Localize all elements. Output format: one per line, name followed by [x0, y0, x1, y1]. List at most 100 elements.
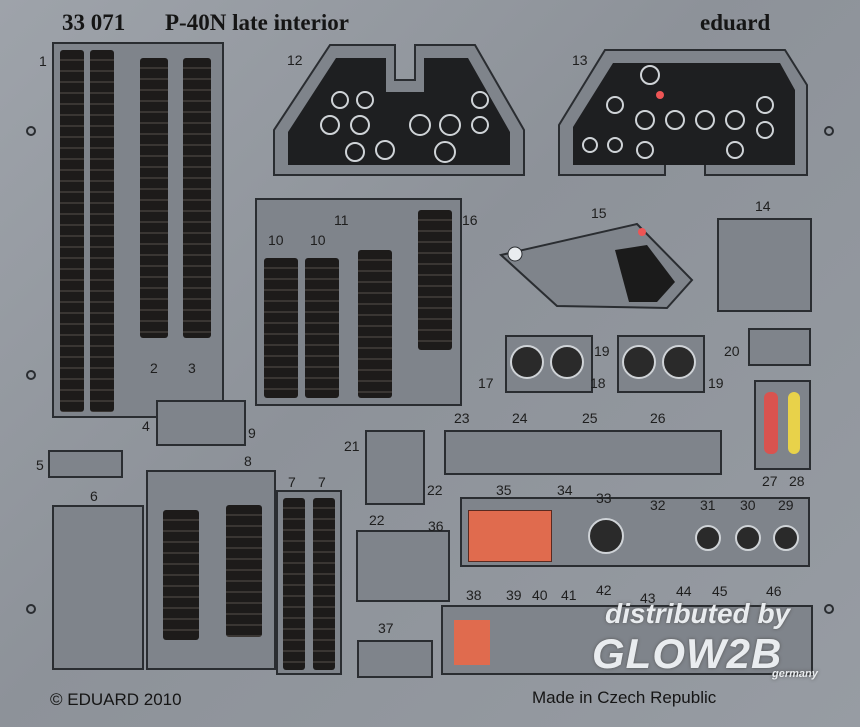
part-6-panel [52, 505, 144, 670]
part-19-frame [617, 335, 705, 393]
part-number: 28 [789, 473, 805, 489]
part-number: 40 [532, 587, 548, 603]
belt-strap [313, 498, 335, 670]
part-number: 15 [591, 205, 607, 221]
belt-strap [283, 498, 305, 670]
part-number: 18 [590, 375, 606, 391]
part-27-28-frame [754, 380, 811, 470]
part-number: 20 [724, 343, 740, 359]
part-number: 9 [248, 425, 256, 441]
part-number: 10 [310, 232, 326, 248]
part-number: 29 [778, 497, 794, 513]
part-number: 41 [561, 587, 577, 603]
part-number: 31 [700, 497, 716, 513]
part-number: 22 [427, 482, 443, 498]
part-number: 46 [766, 583, 782, 599]
part-number: 25 [582, 410, 598, 426]
part-number: 8 [244, 453, 252, 469]
part-20-frame [748, 328, 811, 366]
part-number: 38 [466, 587, 482, 603]
part-number: 37 [378, 620, 394, 636]
part-number: 27 [762, 473, 778, 489]
part-12-instrument-panel [273, 44, 525, 176]
distributor-watermark-line3: germany [772, 668, 818, 680]
part-number: 34 [557, 482, 573, 498]
part-38-46-strip [441, 605, 813, 675]
gauge [735, 525, 761, 551]
belt-strap [183, 58, 211, 338]
distributor-watermark-logo: GLOW2B [592, 630, 783, 677]
part-number: 43 [640, 590, 656, 606]
copyright-text: © EDUARD 2010 [50, 690, 182, 709]
mounting-hole [26, 370, 36, 380]
part-37-frame [357, 640, 433, 678]
part-number: 7 [318, 474, 326, 490]
red-placard [468, 510, 552, 562]
part-number: 7 [288, 474, 296, 490]
part-number: 12 [287, 52, 303, 68]
gauge [550, 345, 584, 379]
part-number: 4 [142, 418, 150, 434]
part-number: 23 [454, 410, 470, 426]
part-15-panel [498, 222, 694, 310]
set-code: 33 071 [62, 10, 126, 35]
part-number: 39 [506, 587, 522, 603]
mounting-hole [26, 604, 36, 614]
part-number: 10 [268, 232, 284, 248]
yellow-lens [788, 392, 800, 454]
gauge [588, 518, 624, 554]
part-13-instrument-panel [558, 49, 808, 176]
part-number: 30 [740, 497, 756, 513]
belt-strap [90, 50, 114, 412]
part-number: 45 [712, 583, 728, 599]
gauge [695, 525, 721, 551]
part-number: 44 [676, 583, 692, 599]
belt-strap [358, 250, 392, 398]
part-number: 6 [90, 488, 98, 504]
part-number: 5 [36, 457, 44, 473]
part-number: 26 [650, 410, 666, 426]
brand-name: eduard [700, 10, 771, 35]
part-number: 33 [596, 490, 612, 506]
origin-text: Made in Czech Republic [532, 688, 717, 707]
part-number: 3 [188, 360, 196, 376]
belt-strap [264, 258, 298, 398]
part-number: 32 [650, 497, 666, 513]
part-22-36-frame [356, 530, 450, 602]
mounting-hole [824, 126, 834, 136]
red-lens [764, 392, 778, 454]
gauge [662, 345, 696, 379]
part-23-26-strip [444, 430, 722, 475]
part-number: 19 [594, 343, 610, 359]
distributor-watermark-line1: distributed by [605, 598, 791, 629]
gauge [773, 525, 799, 551]
part-number: 1 [39, 53, 47, 69]
gauge [622, 345, 656, 379]
part-number: 36 [428, 518, 444, 534]
part-number: 21 [344, 438, 360, 454]
part-5-frame [48, 450, 123, 478]
mounting-hole [824, 604, 834, 614]
red-placard [454, 620, 490, 665]
belt-strap [418, 210, 452, 350]
part-number: 13 [572, 52, 588, 68]
part-number: 17 [478, 375, 494, 391]
part-number: 24 [512, 410, 528, 426]
part-number: 11 [334, 212, 349, 228]
part-number: 16 [462, 212, 478, 228]
part-21-22-frame [365, 430, 425, 505]
belt-strap [305, 258, 339, 398]
part-number: 35 [496, 482, 512, 498]
belt-strap [226, 505, 262, 637]
part-number: 19 [708, 375, 724, 391]
part-4-9-frame [156, 400, 246, 446]
belt-strap [60, 50, 84, 412]
part-number: 14 [755, 198, 771, 214]
part-number: 42 [596, 582, 612, 598]
set-title: P-40N late interior [165, 10, 349, 35]
part-number: 22 [369, 512, 385, 528]
mounting-hole [26, 126, 36, 136]
belt-strap [163, 510, 199, 640]
belt-strap [140, 58, 168, 338]
